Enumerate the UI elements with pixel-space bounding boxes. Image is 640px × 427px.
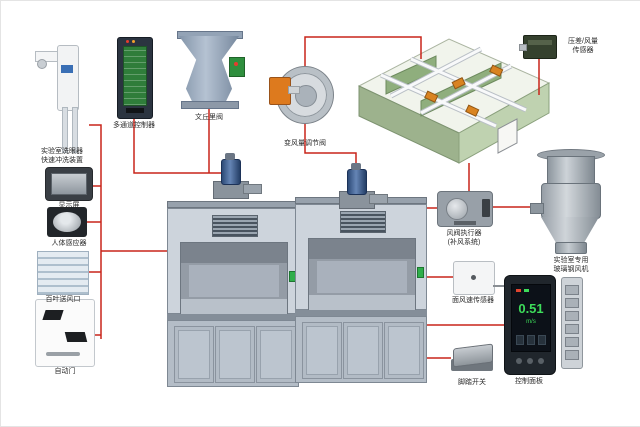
touchscreen-display: 0.51 m/s [511,284,551,352]
foot-switch-label: 脚踏开关 [458,379,486,386]
hood-cabinet-door [343,322,383,379]
hood-sash-opening [308,238,416,311]
exhaust-fan [530,149,605,254]
exhaust-fan-label: 实验室专用 玻璃钢风机 [553,257,589,274]
eyewash-sticker [61,65,73,73]
valve-controller-box [229,57,245,77]
velocity-value: 0.51 [518,301,544,316]
venturi-label: 文丘里阀 [195,114,223,121]
hood-cabinet-door [256,326,296,383]
display-label: 显示屏 [58,202,80,209]
hood-cabinet-door [174,326,214,383]
auto-door-label: 自动门 [54,368,76,375]
venturi-valve [177,31,245,109]
face-velocity-sensor-label: 面风速传感器 [452,297,494,304]
hood-cabinet-door [302,322,342,379]
controller-label: 多通道控制器 [113,122,155,129]
hood-status-led [417,267,424,278]
hood-blower-motor-2 [339,163,388,209]
fume-hood-2 [295,197,427,383]
hood-sash-opening [180,242,288,315]
control-panel-label: 控制面板 [515,378,543,385]
controller-pcb [123,46,147,106]
actuator-label: 风阀执行器 (补风系统) [446,230,482,247]
eyewash-label: 实验室洗眼器 快速冲洗装置 [41,148,83,165]
multichannel-controller [117,37,153,119]
face-velocity-sensor [453,261,507,295]
hood-vent-grille [340,211,386,233]
supply-air-grille [37,251,89,295]
air-grille-label: 百叶送风口 [45,296,81,303]
airflow-sensor-box [519,35,557,59]
auto-door-unit [35,299,95,367]
vav-damper [269,59,341,131]
display-unit [45,167,93,201]
led-amber [132,40,135,43]
lab-room-illustration [357,38,551,164]
touchscreen-controller: 0.51 m/s [504,275,556,375]
hood-vent-grille [212,215,258,237]
eyewash-station [35,45,89,153]
presence-sensor-photo [47,207,87,237]
hood-cabinet-door [215,326,255,383]
keypad-strip [561,277,583,369]
foot-switch [451,343,493,373]
hood-cabinet-door [384,322,424,379]
fume-hood-1 [167,201,299,387]
velocity-unit: m/s [526,319,536,325]
airflow-sensor-label: 压差/风量 传感器 [568,38,598,55]
room-door [497,118,518,154]
vav-damper-label: 变风量调节阀 [284,140,326,147]
hood-blower-motor-1 [213,153,262,199]
led-red [126,40,129,43]
valve-actuator [437,191,493,227]
presence-sensor-label: 人体感应器 [51,240,87,247]
